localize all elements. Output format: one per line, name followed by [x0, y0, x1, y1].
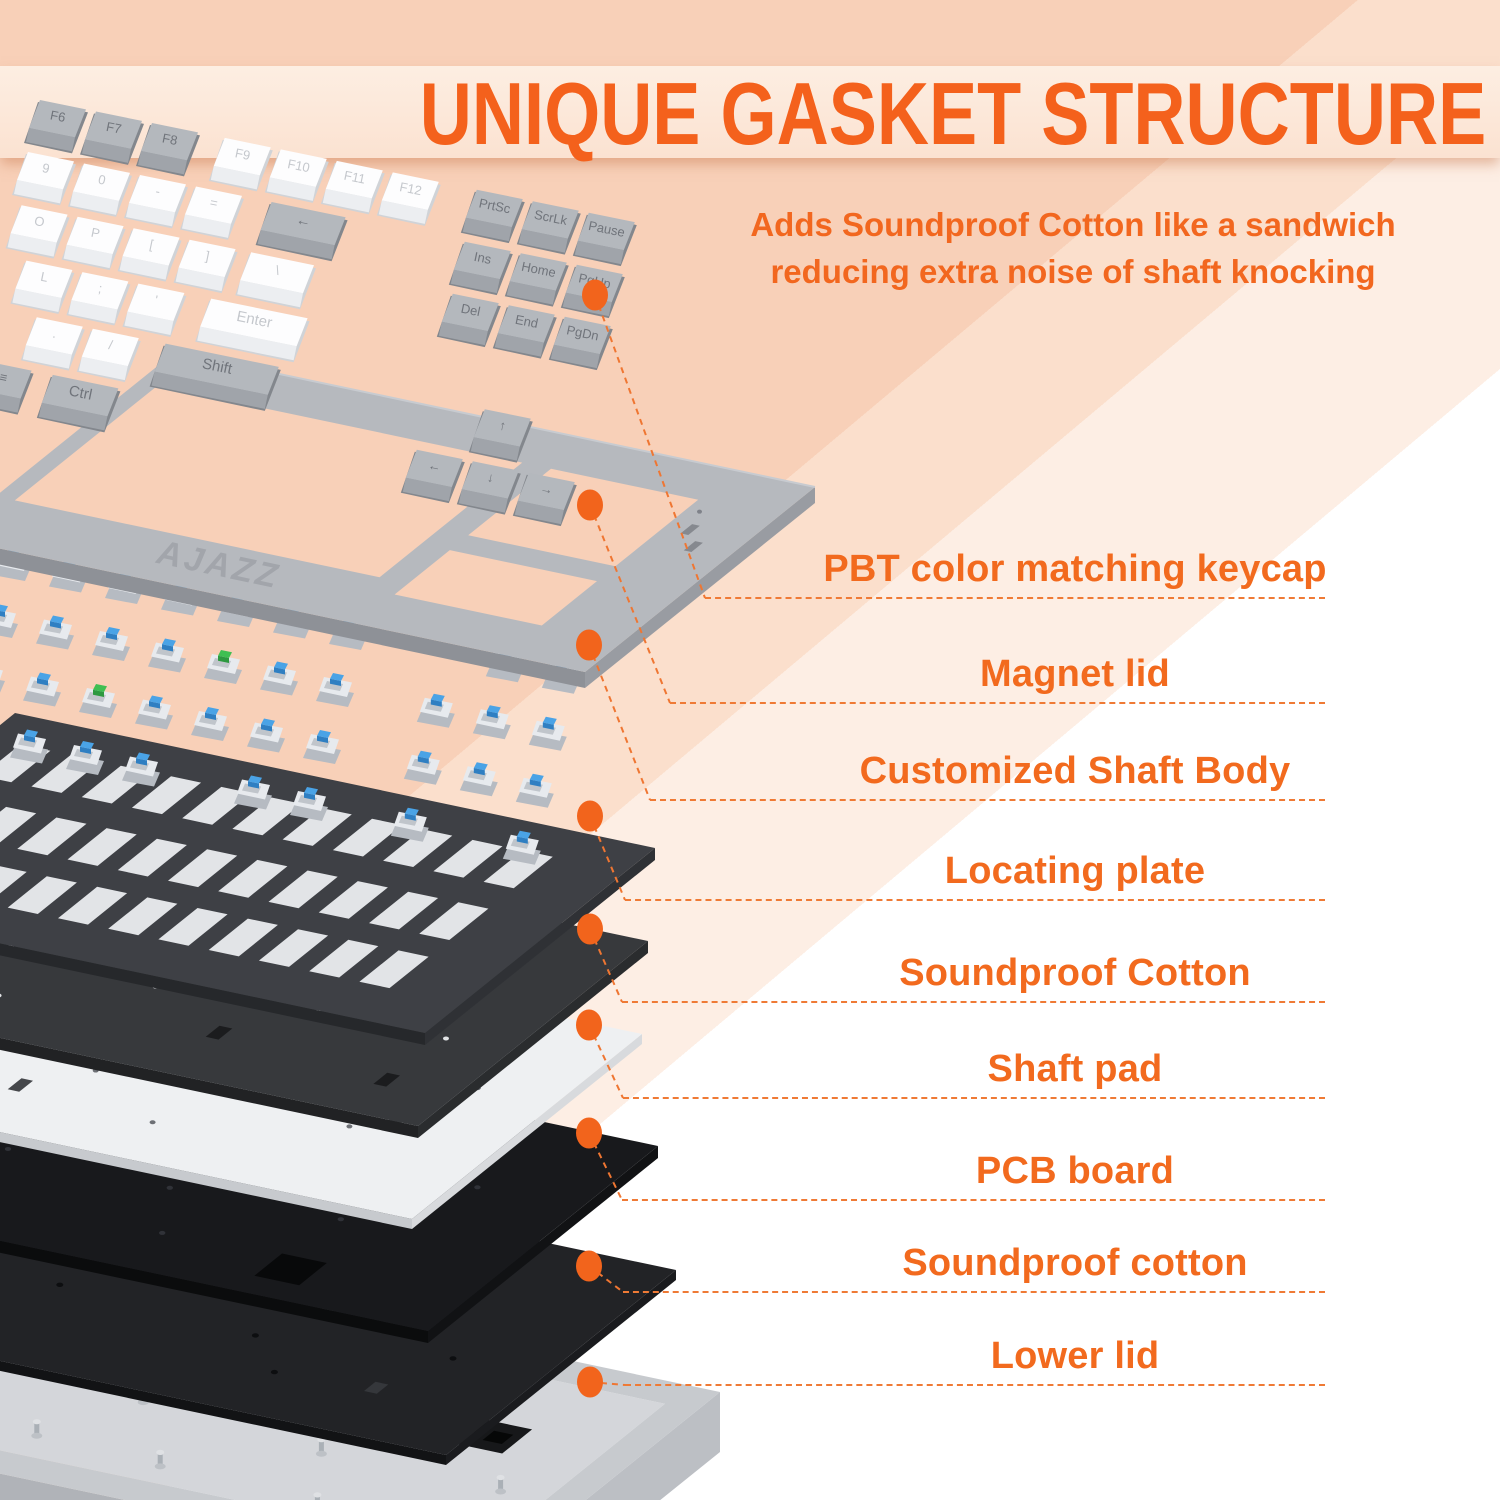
keycap-legend: F10 — [286, 156, 311, 175]
keycap-legend: Ins — [473, 249, 493, 267]
keycap-legend: ; — [97, 281, 104, 296]
callout-underline-1 — [670, 702, 1325, 704]
callout-dot — [576, 1117, 602, 1149]
callout-label-5: Shaft pad — [987, 1048, 1163, 1090]
keycap-legend: F9 — [234, 145, 252, 163]
keycap-legend: F8 — [161, 130, 179, 148]
callout-label-2: Customized Shaft Body — [859, 750, 1291, 792]
keycap-legend: ' — [154, 292, 159, 307]
callout-dot — [582, 279, 608, 311]
keycap-legend: \ — [274, 262, 281, 277]
keycap-legend: ↑ — [498, 417, 507, 433]
callout-label-4: Soundproof Cotton — [899, 952, 1251, 994]
callout-dot — [576, 1250, 602, 1282]
callout-dot — [577, 800, 603, 832]
keycap-legend: ← — [294, 211, 312, 231]
leader-line — [588, 644, 651, 801]
keycap-legend: Enter — [235, 308, 274, 332]
callout-label-6: PCB board — [975, 1150, 1175, 1192]
keycap-legend: → — [539, 480, 555, 497]
keycap-legend: F12 — [398, 179, 423, 198]
layer-lid: AJAZZ — [0, 351, 816, 688]
title-band — [0, 66, 1500, 158]
keycap-legend: PrtSc — [478, 195, 513, 216]
page-title: UNIQUE GASKET STRUCTURE — [419, 64, 1487, 163]
leader-line — [589, 504, 671, 704]
keycap-legend: = — [209, 195, 219, 211]
keycap-legend: L — [39, 269, 49, 285]
layer-lead — [576, 279, 706, 1398]
keycap-legend: . — [51, 326, 58, 341]
keycap-legend: Home — [520, 259, 557, 281]
layer-plate — [0, 713, 655, 1045]
subtitle-line1: Adds Soundproof Cotton like a sandwich — [750, 206, 1396, 243]
callout-dot — [577, 1366, 603, 1398]
keycap-legend: Ctrl — [67, 382, 93, 403]
callout-dot — [576, 1009, 602, 1041]
callout-underline-6 — [622, 1199, 1325, 1201]
keycap-legend: PgDn — [565, 322, 600, 343]
leader-line — [594, 294, 706, 599]
callout-underline-7 — [623, 1291, 1325, 1293]
callout-underline-2 — [650, 799, 1325, 801]
callout-dot — [576, 629, 602, 661]
callout-underline-3 — [625, 899, 1325, 901]
keycap-legend: - — [154, 183, 161, 199]
keycap-legend: 0 — [97, 172, 107, 188]
callout-label-0: PBT color matching keycap — [823, 548, 1327, 590]
callout-label-1: Magnet lid — [980, 653, 1170, 695]
keycap-legend: F11 — [343, 168, 367, 187]
keycap-legend: F6 — [49, 107, 67, 125]
keycap-legend: ] — [204, 248, 211, 263]
keycap-legend: F7 — [105, 119, 123, 137]
callout-label-7: Soundproof cotton — [902, 1242, 1248, 1284]
keycap-legend: P — [90, 225, 101, 241]
callout-underline-4 — [622, 1001, 1325, 1003]
callout-label-3: Locating plate — [944, 850, 1206, 892]
keycap-legend: 9 — [41, 160, 51, 176]
keycap-legend: ≡ — [0, 369, 9, 385]
subtitle-line2: reducing extra noise of shaft knocking — [770, 253, 1376, 290]
keycap-legend: ScrLk — [533, 207, 569, 228]
callout-dot — [577, 913, 603, 945]
keycap-legend: ← — [427, 457, 443, 474]
callout-underline-0 — [705, 597, 1325, 599]
callout-label-8: Lower lid — [990, 1335, 1160, 1377]
keycap-legend: Pause — [587, 218, 626, 240]
leader-line — [588, 1265, 624, 1293]
keycap-legend: O — [33, 213, 46, 230]
callout-underline-8 — [625, 1384, 1325, 1386]
subtitle: Adds Soundproof Cotton like a sandwich r… — [650, 201, 1496, 295]
keycap-legend: Shift — [201, 355, 235, 378]
keycap-legend: End — [514, 312, 540, 331]
callout-underline-5 — [623, 1097, 1325, 1099]
keycap-legend: ↓ — [486, 469, 495, 485]
leader-line — [589, 815, 626, 901]
callout-dot — [577, 489, 603, 521]
keycap-legend: [ — [148, 237, 155, 252]
keycap-legend: / — [107, 337, 114, 352]
keycap-legend: Del — [460, 301, 482, 320]
